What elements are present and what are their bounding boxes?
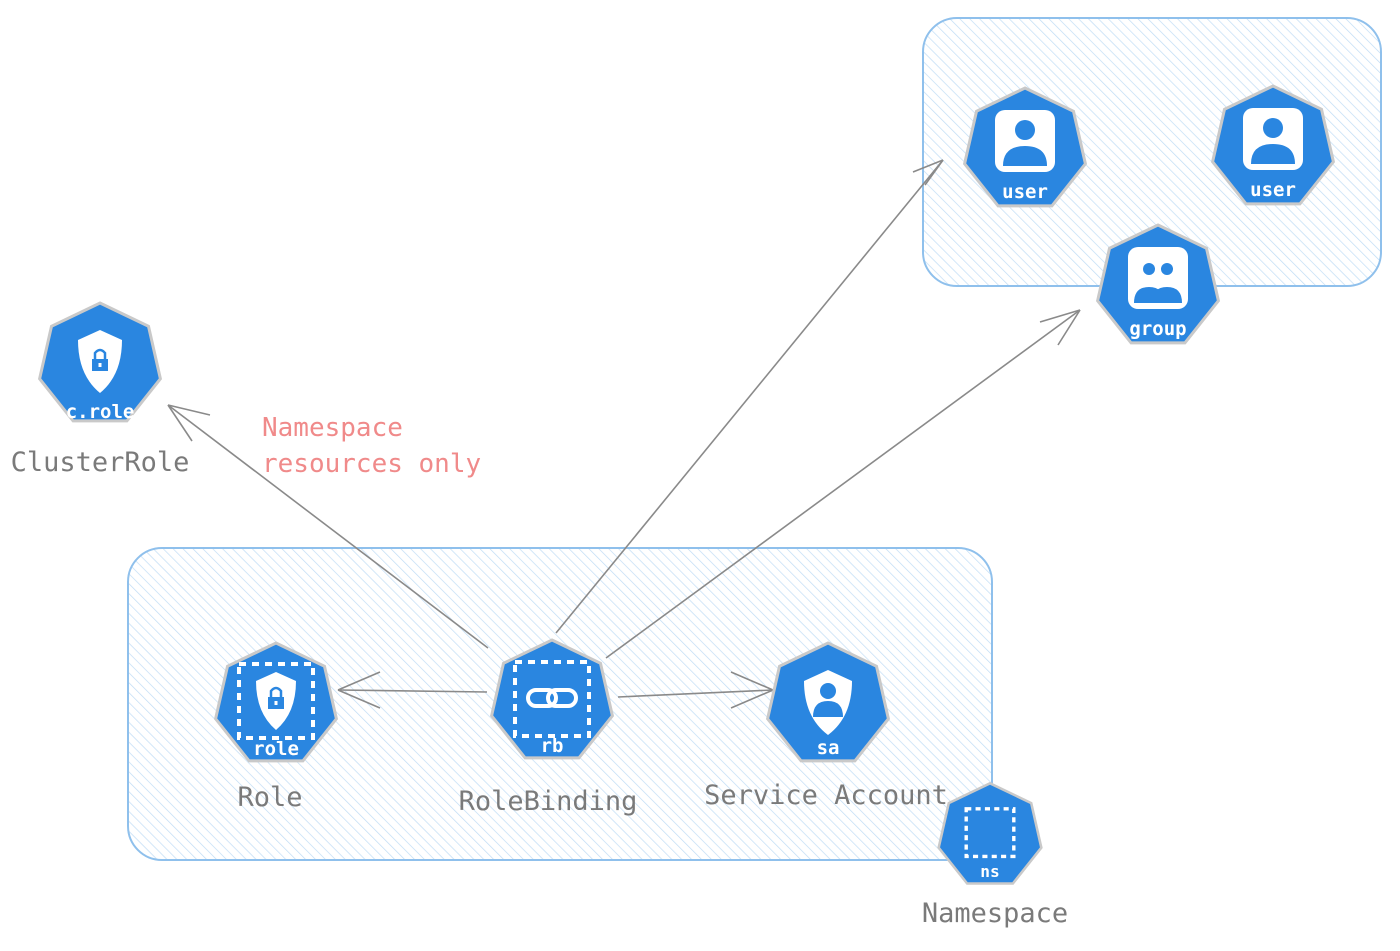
clusterrole-icon-label: c.role — [66, 401, 135, 423]
role-icon-label: role — [253, 738, 299, 760]
arrow-rb-to-role — [337, 689, 488, 693]
note-line-1: Namespace — [262, 413, 403, 443]
namespace-resources-note: Namespace resources only — [262, 413, 481, 479]
arrow-rb-to-sa — [617, 689, 774, 698]
clusterrole-label: ClusterRole — [11, 447, 190, 478]
clusterrole-node: c.role ClusterRole — [11, 301, 190, 478]
arrow-rb-to-user — [555, 159, 944, 634]
role-label: Role — [237, 782, 302, 813]
group-icon — [1128, 247, 1188, 309]
note-line-2: resources only — [262, 449, 481, 479]
group-icon-label: group — [1129, 318, 1186, 340]
role-node: role Role — [214, 641, 338, 813]
arrows — [167, 159, 1081, 709]
namespace-node: ns Namespace — [922, 782, 1068, 929]
rolebinding-label: RoleBinding — [459, 786, 638, 817]
sa-icon-label: sa — [817, 737, 840, 759]
user-node-1: user — [963, 86, 1087, 208]
user-node-2: user — [1211, 84, 1335, 206]
lock-shield-icon — [256, 672, 296, 730]
group-node: group — [1096, 223, 1220, 345]
rolebinding-icon-label: rb — [541, 735, 564, 757]
service-account-node: sa Service Account — [704, 641, 948, 811]
namespace-label: Namespace — [922, 898, 1068, 929]
service-account-label: Service Account — [704, 780, 948, 811]
user-icon — [1243, 108, 1303, 170]
user-1-icon-label: user — [1002, 181, 1048, 203]
user-icon — [995, 110, 1055, 172]
arrow-rb-to-group — [605, 309, 1081, 659]
user-2-icon-label: user — [1250, 179, 1296, 201]
link-icon — [526, 688, 578, 708]
ns-icon-label: ns — [980, 862, 999, 881]
rolebinding-node: rb RoleBinding — [459, 638, 638, 817]
arrow-rb-to-clusterrole — [167, 404, 489, 649]
lock-shield-icon — [78, 330, 122, 393]
person-shield-icon — [804, 670, 852, 735]
